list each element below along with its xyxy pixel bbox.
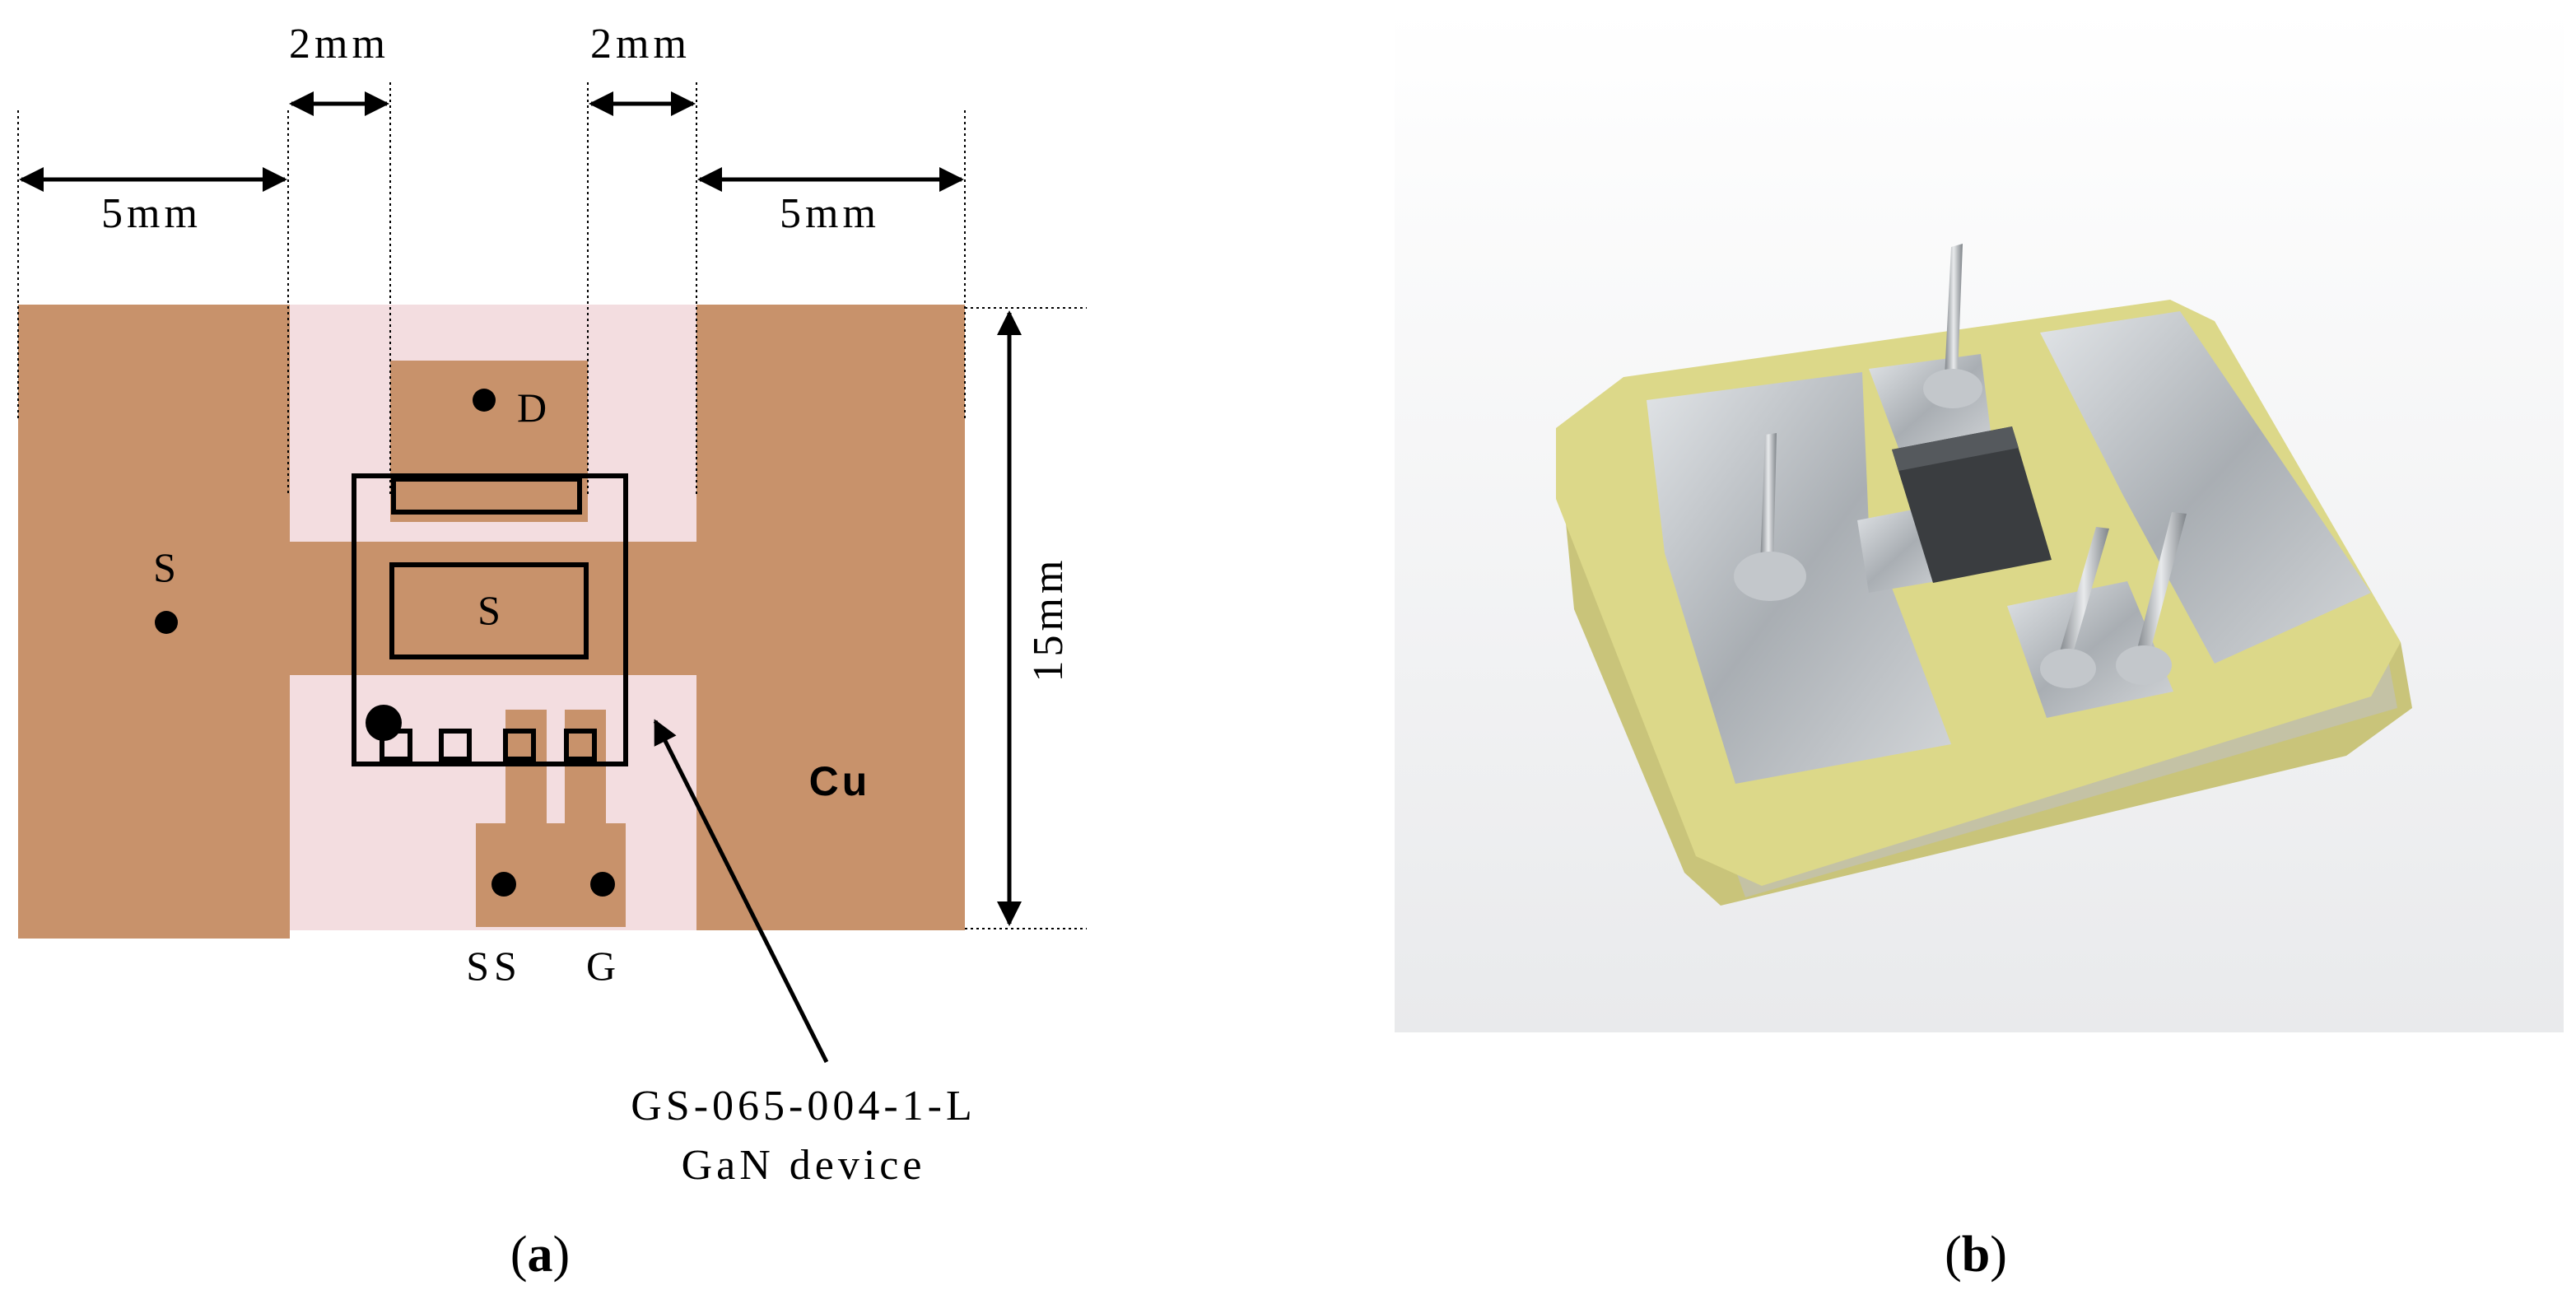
pad-right <box>2040 311 2371 664</box>
dim-label-right-2mm: 2mm <box>590 21 691 68</box>
dimension-arrows <box>18 91 1022 926</box>
device-callout-arrow <box>653 719 829 1064</box>
drain-label: D <box>517 384 547 431</box>
copper-source-plane-left <box>18 305 290 939</box>
copper-plane-right <box>696 305 965 930</box>
device-description: GaN device <box>682 1142 926 1189</box>
pin-g <box>2136 512 2187 657</box>
ss-pin-label: SS <box>466 943 522 989</box>
caption-a: (a) <box>510 1227 570 1283</box>
device-source-pad <box>389 562 589 659</box>
solder-blob-ss <box>2040 649 2096 688</box>
pin-source <box>1760 433 1777 566</box>
board-edge <box>1556 430 2412 906</box>
solder-blob-g <box>2116 645 2172 685</box>
solder-blob-source <box>1734 552 1806 601</box>
panel-b-photo <box>1395 8 2564 1032</box>
copper-drain-pad <box>390 361 588 522</box>
source-label-left: S <box>153 544 176 590</box>
gan-chip-highlight <box>1892 426 2019 471</box>
device-part-number: GS-065-004-1-L <box>631 1083 976 1130</box>
device-source-label: S <box>477 587 501 633</box>
panel-a-layout: 2mm 2mm 5mm 5mm 15mm D S S SS G Cu GS-06… <box>17 21 1087 1189</box>
dim-label-height-15mm: 15mm <box>1025 557 1072 682</box>
dim-label-left-5mm: 5mm <box>101 190 202 237</box>
pin-drain <box>1945 244 1963 377</box>
gan-chip <box>1892 426 2052 583</box>
device-pin-2 <box>439 729 472 762</box>
device-pin-3 <box>503 729 536 762</box>
copper-label: Cu <box>809 758 871 804</box>
dim-label-right-5mm: 5mm <box>780 190 880 237</box>
drain-via-dot <box>473 389 496 412</box>
pin1-marker-dot <box>366 705 402 741</box>
dim-label-left-2mm: 2mm <box>289 21 389 68</box>
ss-via-dot <box>491 872 516 897</box>
g-pin-label: G <box>586 943 616 989</box>
caption-b: (b) <box>1945 1227 2007 1283</box>
source-via-dot <box>155 611 178 634</box>
device-pin-4 <box>564 729 597 762</box>
reference-lines <box>17 82 1087 929</box>
g-via-dot <box>590 872 615 897</box>
pad-lower-middle <box>2007 581 2173 718</box>
pin-ss <box>2058 527 2109 659</box>
solder-blob-drain <box>1923 369 1982 408</box>
device-drain-tab <box>391 477 582 515</box>
gan-device-outline <box>352 473 628 766</box>
